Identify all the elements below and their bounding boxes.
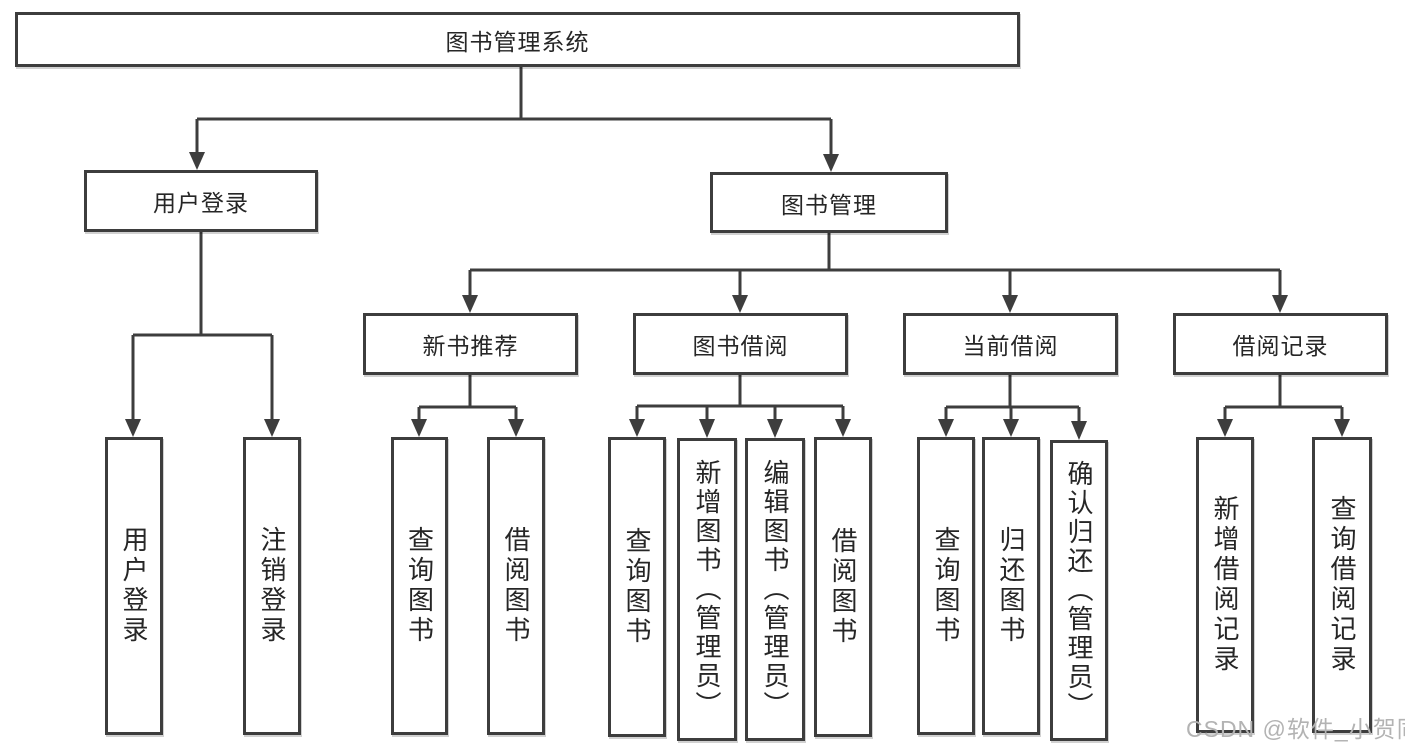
connector-book-mgmt-to-level3 (462, 233, 1288, 313)
leaf-current-confirm-return-admin: 确认归还（管理员） (1050, 440, 1108, 741)
csdn-watermark: CSDN @软件_小贺同学 (1186, 716, 1405, 742)
leaf-current-query-books: 查询图书 (917, 437, 975, 735)
leaf-borrow-edit-books-admin: 编辑图书（管理员） (745, 438, 805, 741)
leaf-borrow-borrow-books: 借阅图书 (814, 437, 872, 737)
node-borrowing-records: 借阅记录 (1173, 313, 1388, 375)
leaf-records-add-record: 新增借阅记录 (1196, 437, 1254, 733)
leaf-borrow-add-books-admin: 新增图书（管理员） (677, 438, 737, 741)
leaf-borrow-query-books: 查询图书 (608, 437, 666, 737)
connector-book-borrow-branch (629, 375, 851, 438)
leaf-records-query-record: 查询借阅记录 (1312, 437, 1372, 733)
leaf-user-login: 用户登录 (105, 437, 163, 735)
node-current-borrowing: 当前借阅 (903, 313, 1118, 375)
node-book-management: 图书管理 (710, 172, 948, 233)
connector-new-book-branch (411, 375, 524, 437)
leaf-current-return-books: 归还图书 (982, 437, 1040, 735)
node-book-borrowing: 图书借阅 (633, 313, 848, 375)
connector-current-borrow-branch (938, 375, 1087, 440)
connector-borrow-records-branch (1217, 375, 1350, 437)
leaf-newbook-query-books: 查询图书 (391, 437, 448, 735)
node-user-login-group: 用户登录 (84, 170, 318, 232)
leaf-logout: 注销登录 (243, 437, 301, 735)
leaf-newbook-borrow-books: 借阅图书 (487, 437, 545, 735)
connector-user-login-branch (125, 232, 280, 437)
node-library-management-system: 图书管理系统 (15, 12, 1020, 67)
connector-root-to-level2 (189, 67, 839, 172)
node-new-book-recommend: 新书推荐 (363, 313, 578, 375)
